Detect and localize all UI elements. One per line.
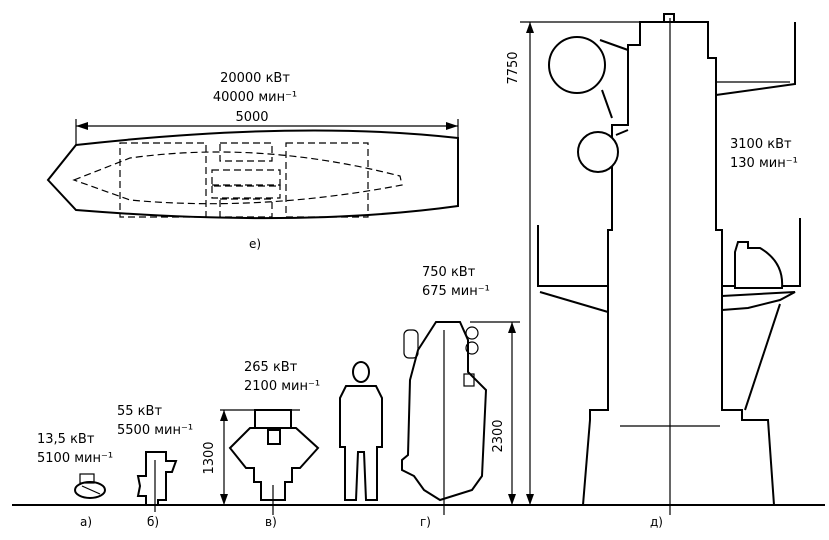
engine-g-in-line (401, 321, 520, 515)
engine-d-left-strut (539, 291, 609, 314)
engine-e-letter: е) (249, 237, 261, 251)
engine-g-letter: г) (420, 515, 431, 529)
engine-e-length-arrow-right (446, 122, 458, 130)
engine-e-length: 5000 (235, 110, 268, 125)
engine-d-height: 7750 (506, 51, 521, 84)
engine-e-compressor-block-top (219, 142, 273, 162)
engine-v-height-arrow-bottom (220, 494, 228, 505)
engine-v-v-type (220, 409, 320, 515)
engine-d-height-arrow-bottom (526, 494, 534, 505)
engine-d-turbocharger-2 (577, 131, 619, 173)
engine-e-hull (46, 129, 459, 220)
engine-g-turbo-2 (465, 341, 479, 355)
engine-d-column (581, 21, 776, 506)
engine-d-turbo-duct (599, 39, 629, 136)
engine-g-height-arrow-top (508, 322, 516, 333)
engine-b-power: 55 кВт (117, 404, 162, 419)
engine-g-body (401, 321, 488, 502)
engine-g-side-module (403, 329, 419, 359)
engine-d-power: 3100 кВт (730, 137, 792, 152)
engine-b-letter: б) (147, 515, 159, 529)
engine-a-body (74, 481, 106, 499)
engine-e-speed: 40000 мин⁻¹ (213, 90, 297, 105)
engine-d-letter: д) (650, 515, 663, 529)
engine-d-aux-unit (734, 241, 784, 289)
engine-e-compressor-block-bottom (219, 198, 273, 218)
engine-g-height: 2300 (491, 419, 506, 452)
engine-d-marine-diesel (520, 13, 801, 515)
engine-v-top-manifold (254, 409, 292, 429)
engine-e-power: 20000 кВт (220, 71, 290, 86)
engine-d-height-arrow-top (526, 22, 534, 33)
engine-b (136, 451, 178, 512)
engine-v-center-box (267, 429, 281, 445)
engine-a-top (79, 473, 95, 484)
engine-v-height: 1300 (202, 441, 217, 474)
engine-e-combustor-right (285, 142, 369, 218)
engine-a-small (74, 473, 106, 499)
engine-v-speed: 2100 мин⁻¹ (244, 379, 320, 394)
engine-d-right-strut (721, 291, 796, 311)
engine-d-turbocharger-1 (548, 36, 606, 94)
engine-v-letter: в) (265, 515, 277, 529)
engine-e-inner-contour (72, 151, 403, 205)
engine-b-body (136, 451, 178, 506)
engine-e-compressor-block-mid1 (211, 169, 281, 187)
engine-g-turbo-1 (465, 326, 479, 340)
human-body (339, 385, 383, 501)
engine-d-left-bracket (537, 225, 608, 287)
engine-e-gas-turbine (46, 119, 459, 220)
engine-e-combustor-left (119, 142, 207, 218)
engine-g-speed: 675 мин⁻¹ (422, 284, 490, 299)
engine-d-upper-arm (715, 22, 796, 96)
engine-a-power: 13,5 кВт (37, 432, 95, 447)
engine-g-detail (463, 373, 475, 387)
engine-a-letter: а) (80, 515, 92, 529)
engine-a-detail (81, 485, 101, 495)
engine-v-height-arrow-top (220, 410, 228, 421)
engine-a-speed: 5100 мин⁻¹ (37, 451, 113, 466)
engine-e-length-arrow-left (76, 122, 88, 130)
engine-b-speed: 5500 мин⁻¹ (117, 423, 193, 438)
engine-d-speed: 130 мин⁻¹ (730, 156, 798, 171)
engine-g-height-arrow-bottom (508, 494, 516, 505)
human-head (352, 361, 370, 383)
engine-e-compressor-block-mid2 (211, 184, 281, 199)
engine-v-power: 265 кВт (244, 360, 298, 375)
engine-d-right-support (744, 303, 781, 411)
engine-g-power: 750 кВт (422, 265, 476, 280)
engine-d-top-cap (663, 13, 675, 23)
engine-v-block (228, 427, 320, 501)
human-figure-scale (339, 361, 383, 501)
